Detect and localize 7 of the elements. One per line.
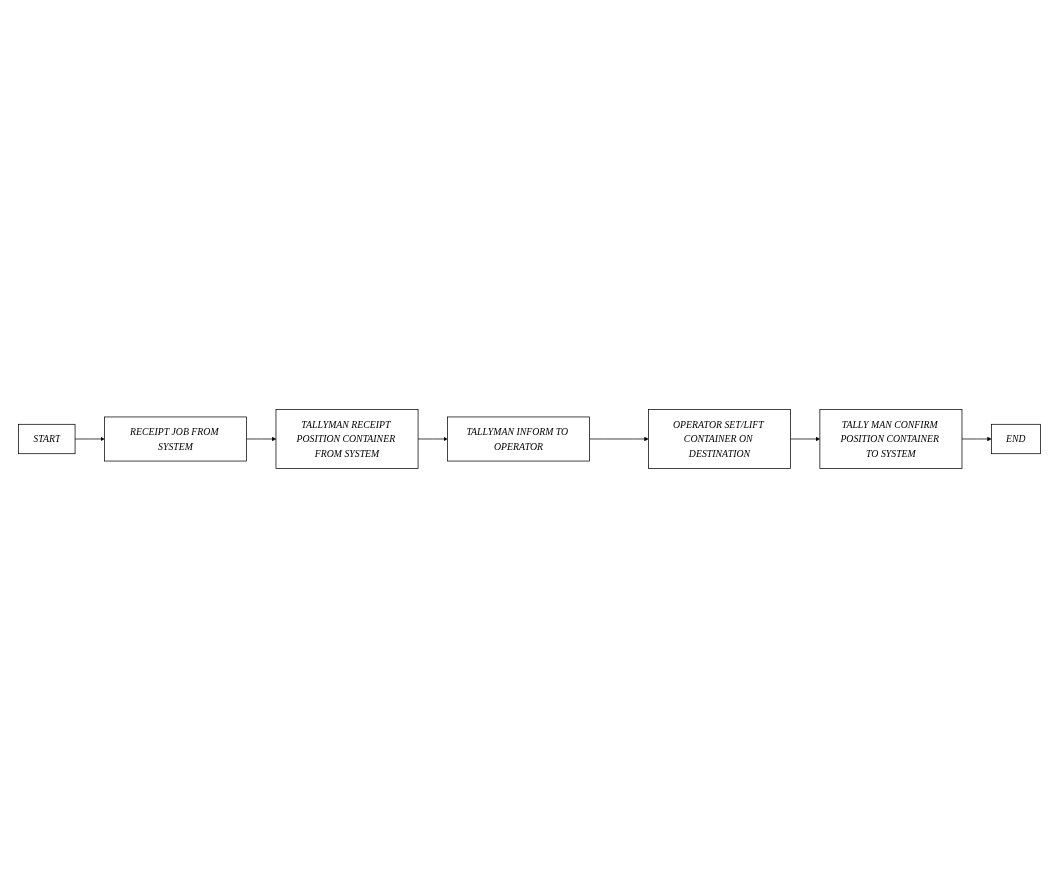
node-box: RECEIPT JOB FROM SYSTEM (104, 416, 247, 462)
node-box: TALLYMAN RECEIPT POSITION CONTAINER FROM SYSTEM (275, 409, 419, 469)
node-box: END (991, 423, 1041, 455)
node-box: TALLY MAN CONFIRM POSITION CONTAINER TO SYSTEM (819, 409, 963, 469)
node-box: START (18, 423, 76, 455)
node-box: TALLYMAN INFORM TO OPERATOR (447, 416, 590, 462)
node-box: OPERATOR SET/LIFT CONTAINER ON DESTINATION (648, 409, 791, 469)
